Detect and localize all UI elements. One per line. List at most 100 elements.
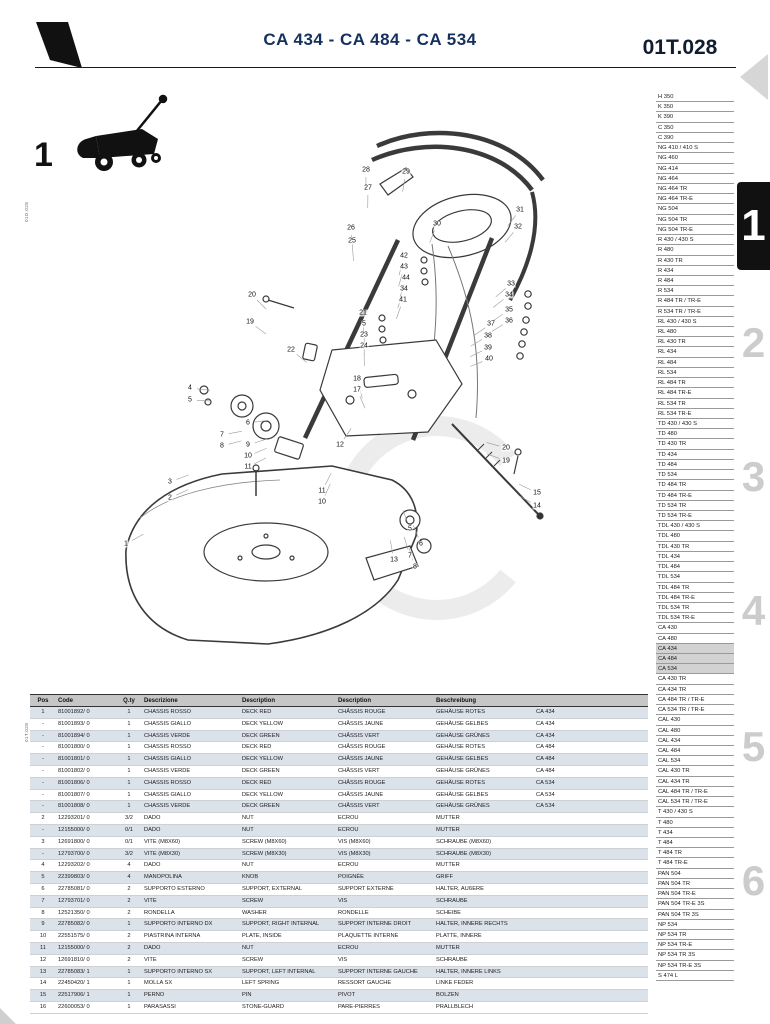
parts-table-cell: SUPPORT INTERNE DROIT	[336, 918, 434, 932]
parts-table-cell: 0/1	[116, 824, 142, 837]
model-list-item: K 350	[656, 102, 734, 113]
parts-table-cell: DECK YELLOW	[240, 753, 336, 766]
table-col-header: Descrizione	[142, 694, 240, 707]
parts-table-cell: PRALLBLECH	[434, 1001, 534, 1014]
model-list-item: K 390	[656, 112, 734, 123]
callout-27: 27	[363, 184, 373, 192]
parts-table-cell: GEHÄUSE GELBES	[434, 789, 534, 802]
parts-table-cell: DADO	[142, 824, 240, 837]
model-list-item: CA 430	[656, 623, 734, 634]
parts-table-cell: NUT	[240, 824, 336, 837]
callout-11: 11	[243, 463, 253, 471]
parts-table-cell: -	[30, 741, 56, 755]
parts-table-cell: -	[30, 753, 56, 766]
callout-18: 18	[352, 375, 362, 383]
callout-31: 31	[515, 206, 525, 214]
parts-table-cell: CHÂSSIS JAUNE	[336, 789, 434, 802]
callout-34: 34	[504, 291, 514, 299]
pin-rod	[451, 423, 544, 520]
parts-table-cell: CHASSIS VERDE	[142, 765, 240, 778]
model-list-item: NG 504	[656, 204, 734, 215]
model-list-item: T 484 TR	[656, 848, 734, 859]
parts-table-cell: SCHRAUBE (M8X30)	[434, 848, 534, 861]
parts-table-cell: 81001894/ 0	[56, 730, 116, 743]
parts-table-cell: CHASSIS GIALLO	[142, 789, 240, 802]
parts-table-cell: 1	[116, 789, 142, 802]
page-number: 01T.028	[642, 36, 718, 59]
parts-table-cell: 6	[30, 883, 56, 896]
parts-table-cell	[534, 883, 648, 896]
model-list-item: NG 410 / 410 S	[656, 143, 734, 154]
parts-table-cell: 81001802/ 0	[56, 765, 116, 778]
model-list-item: CA 430 TR	[656, 674, 734, 685]
callout-33: 33	[506, 280, 516, 288]
model-list-item: TD 484 TR	[656, 480, 734, 491]
model-list-item: PAN 504 TR-E	[656, 889, 734, 900]
model-list-item: RL 430 / 430 S	[656, 317, 734, 328]
parts-table-cell: STONE-GUARD	[240, 1001, 336, 1014]
parts-table-cell: DADO	[142, 942, 240, 955]
parts-table-cell: VITE (M8X30)	[142, 848, 240, 861]
parts-table-cell: VIS (M8X30)	[336, 848, 434, 861]
callout-36: 36	[504, 317, 514, 325]
parts-table-cell: CA 534	[534, 777, 648, 790]
parts-table-cell: 14	[30, 977, 56, 991]
parts-table-cell	[534, 836, 648, 849]
model-list-item: H 350	[656, 92, 734, 103]
parts-table-cell	[534, 871, 648, 884]
model-list-item: CA 484	[656, 654, 734, 665]
parts-table-cell: 1	[116, 741, 142, 755]
callout-28: 28	[361, 166, 371, 174]
model-list-item: C 350	[656, 123, 734, 133]
callout-35: 35	[504, 306, 514, 314]
callout-3: 3	[167, 478, 173, 486]
parts-table-cell: 22517906/ 1	[56, 989, 116, 1002]
parts-table-cell: 12793701/ 0	[56, 895, 116, 908]
brand-logo-icon	[36, 22, 82, 68]
table-col-header: Description	[336, 694, 434, 707]
side-code-top: 01D.028	[24, 201, 29, 222]
parts-table-cell: SUPPORTO ESTERNO	[142, 883, 240, 896]
parts-table-cell: MUTTER	[434, 812, 534, 825]
callout-42: 42	[399, 252, 409, 260]
callout-13: 13	[389, 556, 399, 564]
model-list-item: CAL 534 TR / TR-E	[656, 797, 734, 808]
parts-table-cell: 1	[116, 706, 142, 719]
parts-table-cell: 12521350/ 0	[56, 907, 116, 920]
corner-arrow-icon	[740, 54, 768, 100]
parts-table-cell	[534, 907, 648, 920]
model-list-item: TD 430 TR	[656, 439, 734, 450]
parts-table-cell: 5	[30, 871, 56, 884]
model-list-item: TDL 430 TR	[656, 542, 734, 552]
parts-table-cell: 1	[116, 777, 142, 790]
parts-table-cell: 81001893/ 0	[56, 718, 116, 731]
callout-37: 37	[486, 320, 496, 328]
mower-thumbnail-icon	[77, 94, 168, 171]
model-list-item: NP 534 TR 3S	[656, 950, 734, 961]
parts-table-cell	[534, 954, 648, 967]
model-list-item: CAL 484 TR / TR-E	[656, 787, 734, 798]
parts-table-cell: 2	[116, 895, 142, 908]
parts-table-cell: 3/2	[116, 848, 142, 861]
parts-table-cell	[534, 989, 648, 1002]
callout-20: 20	[501, 444, 511, 452]
figure-number: 1	[34, 136, 53, 174]
model-list-item: CA 434	[656, 643, 734, 655]
parts-table-cell: NUT	[240, 859, 336, 873]
parts-table-cell: CHASSIS GIALLO	[142, 718, 240, 731]
model-list-item: R 534 TR / TR-E	[656, 307, 734, 317]
section-tab-5: 5	[741, 723, 766, 770]
model-list-item: NG 464 TR	[656, 184, 734, 195]
parts-table-cell: RONDELLE	[336, 907, 434, 920]
parts-table-cell: CHASSIS ROSSO	[142, 706, 240, 719]
